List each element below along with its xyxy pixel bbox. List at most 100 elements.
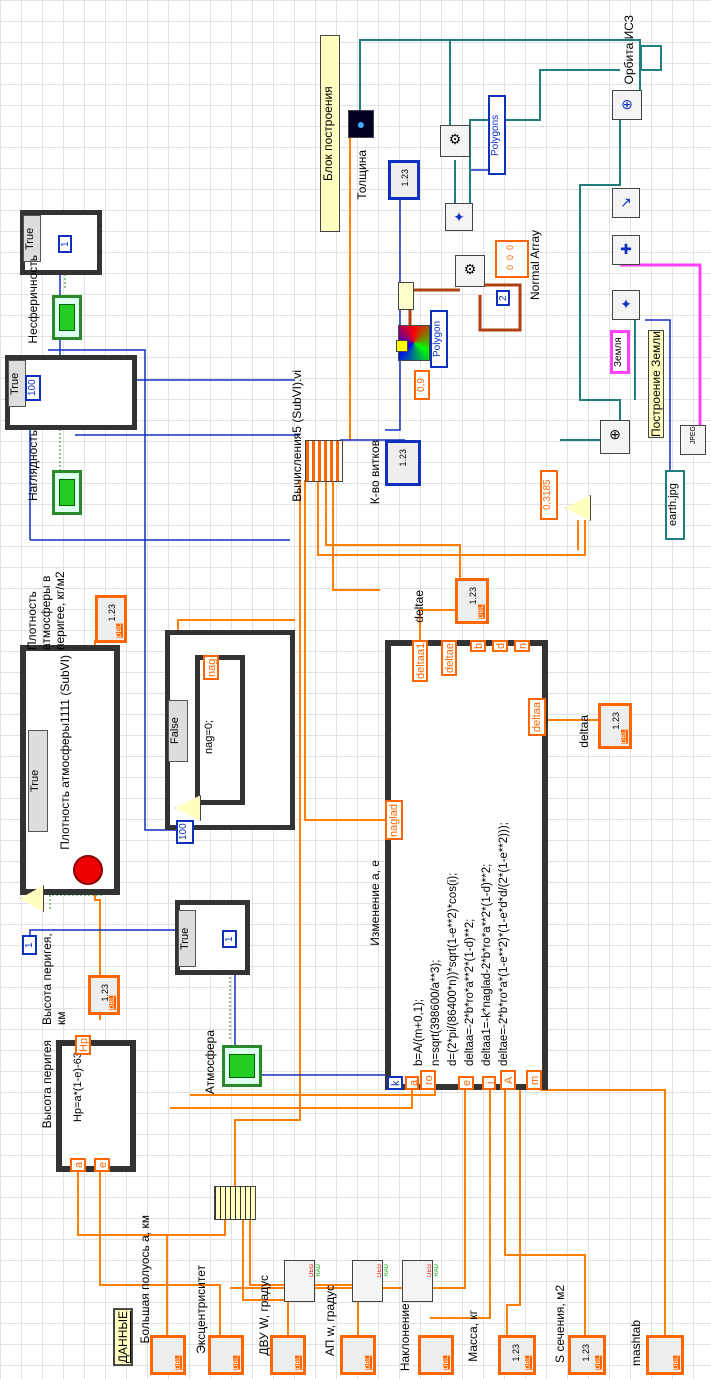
perigee-formula: Hp=a*(1-e)-63 bbox=[72, 1052, 84, 1123]
sphere-node-icon: ⊕ bbox=[600, 420, 630, 454]
turns-label: К-во витков bbox=[368, 440, 382, 505]
nesfer-toggle[interactable] bbox=[52, 295, 82, 340]
formula-code: b=A/(m+0,1);n=sqrt(398600/a**3);d=(2*pi/… bbox=[413, 822, 510, 1066]
atmosphere-toggle[interactable] bbox=[222, 1045, 262, 1087]
texture-node-icon: ✚ bbox=[612, 235, 640, 265]
output-n: n bbox=[514, 640, 530, 652]
density-subvi-icon bbox=[73, 855, 103, 885]
input-i: i bbox=[482, 1076, 497, 1090]
eccentricity-slider[interactable]: DBL bbox=[208, 1335, 244, 1375]
raan-label: ДВУ W, градус bbox=[257, 1275, 271, 1356]
deltaa-label: deltaa bbox=[577, 715, 591, 748]
earth-light-node-icon: ✦ bbox=[612, 290, 640, 320]
jpeg-read-icon: JPEG bbox=[680, 425, 706, 455]
input-k: k bbox=[387, 1076, 403, 1090]
input-e: e bbox=[458, 1076, 474, 1090]
density-const-1: 1 bbox=[22, 935, 37, 955]
atmosphere-case-selector[interactable]: True bbox=[178, 910, 196, 967]
polygon-const: Polygon bbox=[430, 310, 448, 368]
eccentricity-label: Эксцентриситет bbox=[194, 1265, 208, 1354]
atmosphere-label: Атмосфера bbox=[203, 1030, 217, 1095]
slider-const-icon bbox=[398, 282, 414, 310]
input-naglad: naglad bbox=[385, 800, 403, 840]
naglyadnost-label: Наглядность bbox=[26, 430, 40, 502]
light-node-icon: ✦ bbox=[445, 203, 473, 231]
output-d: d bbox=[492, 640, 508, 652]
color-box-const[interactable] bbox=[396, 340, 408, 352]
input-a: a bbox=[405, 1076, 420, 1090]
cross-section-label: S сечения, м2 bbox=[553, 1285, 567, 1363]
inclination-knob[interactable]: DBL bbox=[418, 1335, 454, 1375]
arg-perigee-knob[interactable]: DBL bbox=[340, 1335, 376, 1375]
input-ro: ro bbox=[420, 1070, 436, 1090]
earth-build-label: Построение Земли bbox=[648, 330, 664, 439]
output-deltaa1: deltaa1 bbox=[412, 640, 428, 682]
naglyadnost-const-100: 100 bbox=[25, 375, 41, 401]
nesfer-label: Несферичность bbox=[26, 255, 40, 344]
earth-const: Земля bbox=[610, 330, 630, 374]
subvi-label: Вычисления5 (SubVI).vi bbox=[290, 370, 304, 502]
output-deltaa: deltaa bbox=[528, 698, 546, 736]
data-section-label: ДАННЫЕ bbox=[113, 1308, 133, 1367]
naglyadnost-case-selector[interactable]: True bbox=[8, 360, 26, 407]
output-b: b bbox=[470, 640, 486, 652]
tunnel-hp: Hp bbox=[75, 1035, 91, 1055]
perigee-indicator-label: Высота перигея, км bbox=[40, 933, 68, 1025]
build-block-label: Блок построения bbox=[320, 35, 340, 232]
density-case-selector[interactable]: True bbox=[28, 730, 48, 832]
bundle-node-icon bbox=[214, 1186, 256, 1220]
formula-title: Изменение a, e bbox=[368, 860, 382, 946]
orbit-label: Орбита ИСЗ bbox=[622, 15, 636, 85]
nag-tunnel: nag bbox=[203, 655, 219, 680]
arg-perigee-label: АП w, градус bbox=[323, 1285, 337, 1357]
mashtab-label: mashtab bbox=[629, 1320, 643, 1367]
naglyadnost-toggle[interactable] bbox=[52, 470, 82, 515]
perigee-formula-node: Hp=a*(1-e)-63 bbox=[56, 1040, 136, 1172]
mashtab-slider[interactable]: DBL bbox=[646, 1335, 684, 1375]
transform-node-icon: ↗ bbox=[612, 188, 640, 218]
nag-case-selector[interactable]: False bbox=[168, 700, 188, 762]
atmosphere-const-1: 1 bbox=[222, 930, 237, 948]
nag-const-100: 100 bbox=[176, 820, 194, 844]
earth-file-const: earth.jpg bbox=[665, 470, 685, 540]
normal-array-label: Normal Array bbox=[528, 230, 542, 301]
deltae-label: deltae bbox=[412, 590, 426, 623]
tunnel-e: e bbox=[94, 1158, 110, 1172]
density-subvi-label: Плотность атмосферы1111 (SubVI) bbox=[58, 655, 72, 850]
output-deltae: deltae bbox=[441, 640, 457, 676]
input-A: A bbox=[500, 1070, 516, 1090]
input-m: m bbox=[526, 1070, 542, 1090]
turns-indicator: 1.23 bbox=[385, 440, 421, 486]
perigee-node-label: Высота перигея bbox=[40, 1040, 54, 1129]
scene-node-icon: ⊕ bbox=[612, 90, 642, 120]
const-2: 2 bbox=[496, 290, 510, 306]
nag-inner-loop bbox=[195, 655, 245, 805]
nag-code: nag=0; bbox=[203, 720, 215, 754]
const-0-9: 0,9 bbox=[414, 370, 430, 400]
nesfer-const-1: 1 bbox=[58, 235, 72, 253]
thickness-control[interactable]: 1.23 bbox=[388, 160, 420, 200]
subvi-calc-icon[interactable] bbox=[305, 440, 343, 482]
object-node-icon: ⚙ bbox=[455, 255, 485, 287]
polygons-const: Polygons bbox=[488, 95, 506, 175]
scale-const: 0,3185 bbox=[540, 470, 558, 520]
semi-major-axis-slider[interactable]: DBL bbox=[150, 1335, 186, 1375]
thickness-label: Толщина bbox=[355, 150, 369, 200]
semi-major-axis-label: Большая полуось а, км bbox=[138, 1215, 152, 1344]
polygons-node-icon: ⚙ bbox=[440, 125, 470, 157]
orbit-indicator bbox=[640, 45, 662, 71]
tunnel-a: a bbox=[70, 1158, 86, 1172]
raan-knob[interactable]: DBL bbox=[270, 1335, 306, 1375]
globe-render-icon: ● bbox=[348, 110, 374, 138]
density-indicator-label: Плотность атмосферы в перигее, кг/м2 bbox=[25, 571, 67, 650]
